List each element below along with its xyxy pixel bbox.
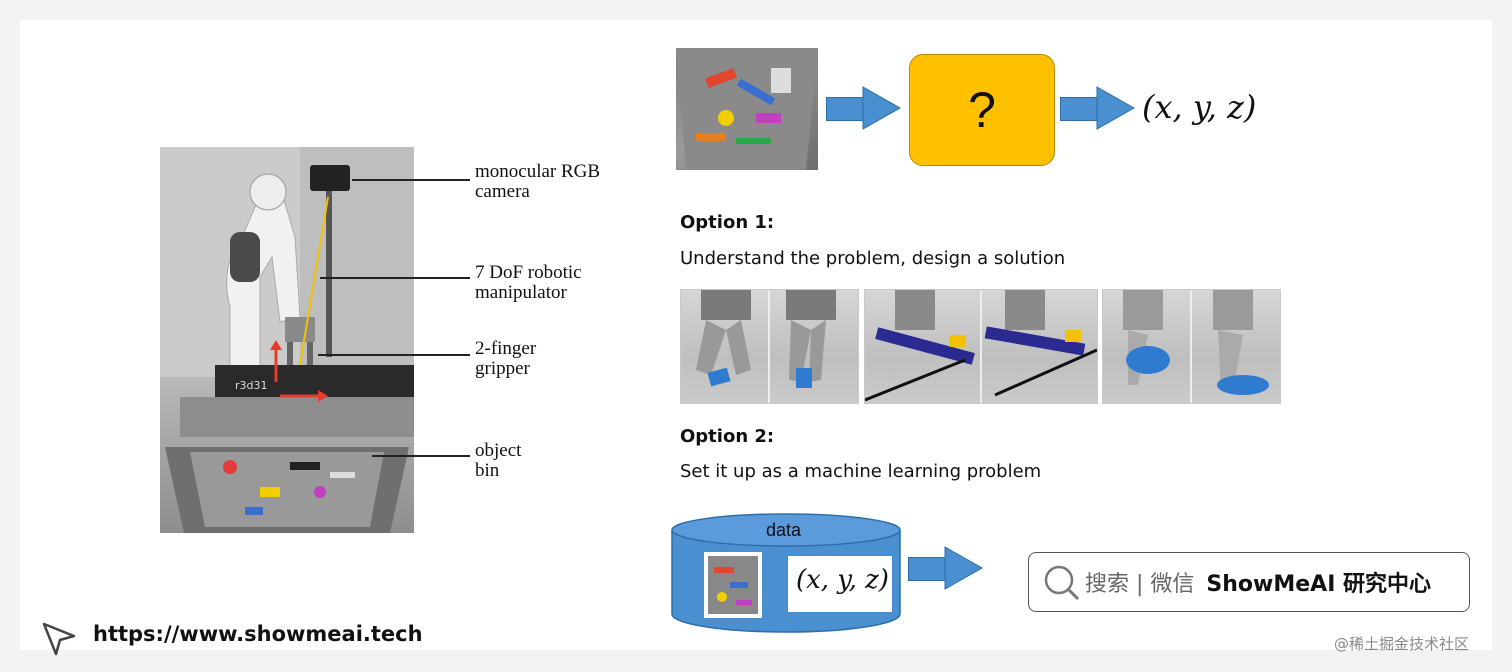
gripper-callout: 2-finger gripper xyxy=(475,339,536,379)
gripper-callout-line xyxy=(318,354,470,356)
gripper-photo-3-illustration xyxy=(1123,290,1269,403)
manipulator-callout-line2: manipulator xyxy=(475,282,567,303)
robot-illustration: r3d31 xyxy=(160,147,414,533)
bin-objects-illustration xyxy=(676,48,818,170)
flow-arrow-1-shaft xyxy=(826,97,866,121)
footer-url[interactable]: https://www.showmeai.tech xyxy=(93,622,423,646)
gripper-photo-1-illustration xyxy=(696,290,836,403)
manipulator-callout-line1: 7 DoF robotic xyxy=(475,262,582,283)
robot-base-label: r3d31 xyxy=(235,379,268,392)
manipulator-callout-line xyxy=(320,277,470,279)
data-cylinder xyxy=(671,513,901,633)
search-icon xyxy=(1044,565,1080,601)
bin-callout-line2: bin xyxy=(475,460,500,481)
bin-thumbnail xyxy=(676,48,818,170)
option2-description: Set it up as a machine learning problem xyxy=(680,461,1042,482)
gripper-callout-line1: 2-finger xyxy=(475,338,537,359)
flow-arrow-2-head xyxy=(1096,86,1136,130)
bin-callout-line1: object xyxy=(475,440,522,461)
data-label: data xyxy=(766,520,802,540)
data-pair-label: (x, y, z) xyxy=(796,565,889,595)
flow-arrow-2-shaft xyxy=(1060,97,1100,121)
gripper-callout-line2: gripper xyxy=(475,358,530,379)
question-symbol: ? xyxy=(968,82,996,138)
data-arrow-head xyxy=(944,546,984,590)
gripper-photo-2 xyxy=(864,289,1098,404)
camera-callout: monocular RGB camera xyxy=(475,162,600,202)
search-brand: ShowMeAI 研究中心 xyxy=(1206,572,1432,597)
gripper-photo-2-illustration xyxy=(865,290,1097,403)
data-arrow-shaft xyxy=(908,557,948,581)
bin-callout-line xyxy=(372,455,470,457)
option1-description: Understand the problem, design a solutio… xyxy=(680,248,1066,269)
search-box[interactable]: 搜索 | 微信 ShowMeAI 研究中心 xyxy=(1028,552,1470,612)
flow-arrow-1-head xyxy=(862,86,902,130)
gripper-photo-1 xyxy=(680,289,859,404)
question-box: ? xyxy=(909,54,1055,166)
cursor-logo-icon xyxy=(42,622,76,656)
manipulator-callout: 7 DoF robotic manipulator xyxy=(475,263,582,303)
camera-callout-line2: camera xyxy=(475,181,530,202)
search-hint: 搜索 | 微信 xyxy=(1085,572,1195,597)
camera-callout-line1: monocular RGB xyxy=(475,161,601,182)
output-coordinates: (x, y, z) xyxy=(1142,88,1257,126)
camera-callout-line xyxy=(352,179,470,181)
option2-title: Option 2: xyxy=(680,426,775,447)
robot-setup-photo: r3d31 xyxy=(160,147,414,533)
bin-callout: object bin xyxy=(475,441,521,481)
gripper-photo-3 xyxy=(1102,289,1281,404)
option1-title: Option 1: xyxy=(680,212,775,233)
watermark: @稀土掘金技术社区 xyxy=(1334,635,1470,653)
